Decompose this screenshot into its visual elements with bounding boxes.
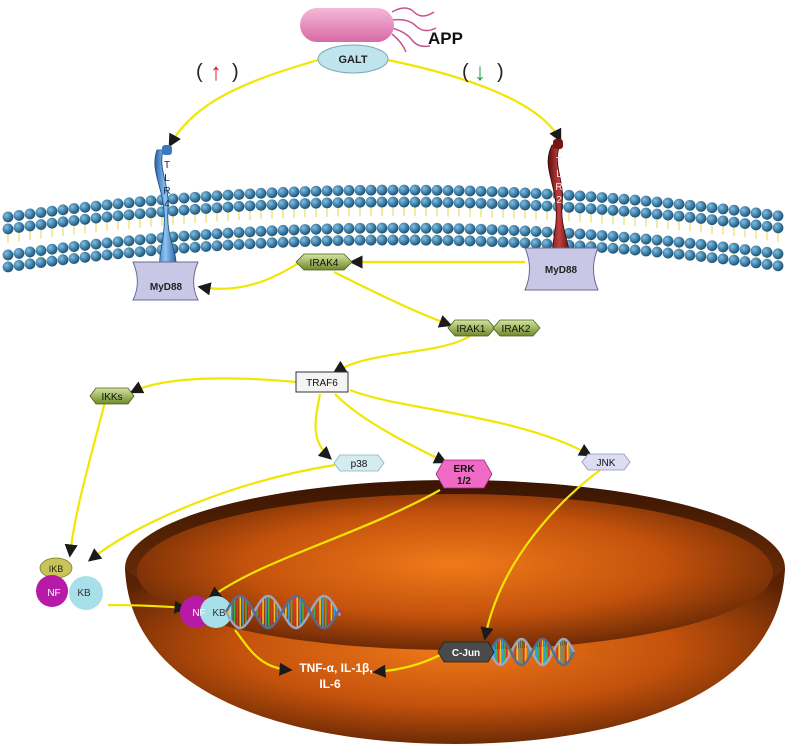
- arrow-nfkb-nucleus: [107, 600, 188, 614]
- tlr4-letter-3: R: [163, 186, 170, 197]
- ikb-label: IKB: [49, 564, 64, 574]
- tlr2-letter-2: L: [556, 169, 562, 180]
- tlr4-receptor: [154, 145, 177, 271]
- cell-membrane: [2, 184, 784, 273]
- cytoplasm-nfkb-complex: [36, 557, 103, 610]
- up-arrow-icon: ↑: [210, 59, 222, 86]
- cjun-label: C-Jun: [452, 648, 480, 659]
- p38-node: [333, 454, 385, 472]
- cytokine-output-line2: IL-6: [319, 677, 341, 691]
- left-paren-close: ): [232, 61, 239, 83]
- myd88-right: [524, 247, 599, 291]
- arrow-irak4-irak1: [333, 271, 453, 328]
- cytokine-output-line1: TNF-α, IL-1β,: [299, 661, 372, 675]
- galt-node: [317, 44, 389, 74]
- tlr4-letter-2: L: [164, 173, 170, 184]
- irak1-node: [447, 319, 496, 337]
- signal-arrows: [64, 58, 601, 678]
- traf6-label: TRAF6: [306, 378, 338, 389]
- myd88-right-label: MyD88: [545, 265, 578, 276]
- jnk-label: JNK: [597, 458, 616, 469]
- tlr2-downregulation: ( ↓ ): [462, 59, 504, 86]
- erk-label-line2: 1/2: [457, 476, 471, 487]
- tlr4-upregulation: ( ↑ ): [196, 59, 239, 86]
- irak2-label: IRAK2: [502, 324, 531, 335]
- arrow-traf6-ikks: [129, 377, 297, 394]
- down-arrow-icon: ↓: [474, 59, 486, 86]
- arrow-irak4-myd88: [197, 261, 301, 296]
- irak4-node: [295, 253, 353, 271]
- arrow-p38-ikb: [87, 463, 336, 562]
- cjun-node: [437, 641, 495, 663]
- p38-label: p38: [351, 459, 368, 470]
- arrow-jnk-cjun: [480, 469, 601, 641]
- ikks-node: [89, 387, 135, 405]
- arrow-erk-nfkb: [207, 489, 441, 600]
- bacterium: [300, 7, 437, 53]
- tlr2-letter-1: T: [556, 156, 562, 167]
- erk-node: [435, 459, 493, 489]
- ikks-label: IKKs: [101, 392, 122, 403]
- nuc-nfkb-a-label: NF: [192, 608, 205, 619]
- irak4-label: IRAK4: [310, 258, 339, 269]
- arrow-irak-traf6: [332, 335, 471, 374]
- galt-label: GALT: [338, 54, 367, 66]
- arrow-cjun-output: [372, 654, 441, 678]
- traf6-node: [295, 371, 349, 393]
- myd88-left-label: MyD88: [150, 282, 183, 293]
- arrow-traf6-jnk: [349, 388, 593, 457]
- nucleus-nfkb-complex: [180, 596, 232, 628]
- irak2-node: [492, 319, 541, 337]
- dna-helix-cjun: [488, 637, 576, 667]
- app-label: APP: [428, 29, 463, 48]
- erk-label-line1: ERK: [453, 464, 475, 475]
- right-paren-close: ): [497, 61, 504, 83]
- right-paren-open: (: [462, 61, 469, 83]
- arrow-galt-tlr4: [168, 58, 319, 148]
- jnk-node: [581, 453, 631, 471]
- cyto-nfkb-b-label: KB: [77, 588, 91, 599]
- arrow-traf6-erk: [334, 393, 448, 464]
- cyto-nfkb-a-label: NF: [47, 588, 60, 599]
- tlr2-letter-3: R: [555, 182, 562, 193]
- left-paren-open: (: [196, 61, 203, 83]
- arrow-ikks-ikb: [64, 401, 107, 558]
- arrow-nfkb-output: [234, 629, 293, 676]
- tlr2-letter-4: 2: [556, 195, 562, 206]
- tlr4-letter-4: 4: [164, 199, 170, 210]
- arrow-galt-tlr2: [387, 58, 562, 143]
- myd88-left: [132, 261, 199, 301]
- arrow-traf6-p38: [314, 393, 332, 460]
- dna-helix-nfkb: [224, 594, 342, 630]
- irak1-label: IRAK1: [457, 324, 486, 335]
- nuc-nfkb-b-label: KB: [212, 608, 226, 619]
- tlr4-letter-1: T: [164, 160, 170, 171]
